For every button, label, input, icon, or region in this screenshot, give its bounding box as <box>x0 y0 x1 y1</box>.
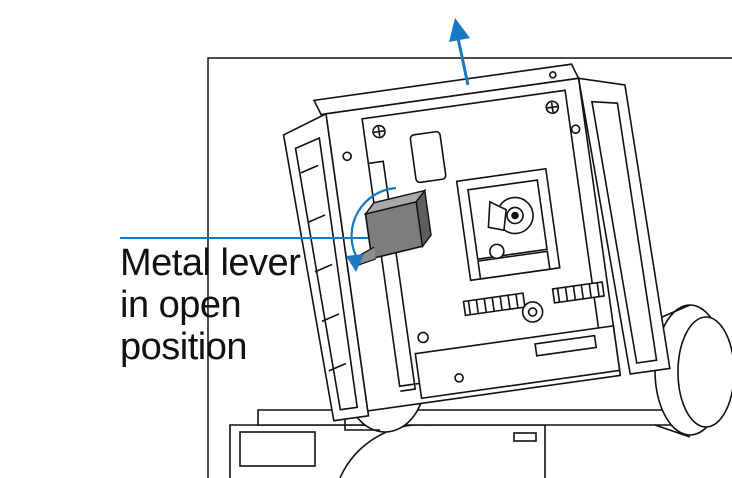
lift-arrow <box>449 18 470 86</box>
callout-line-1: Metal lever <box>120 242 301 284</box>
callout-line-3: position <box>120 326 247 368</box>
metal-lever <box>354 188 432 267</box>
right-knob <box>654 304 732 438</box>
callout-line-2: in open <box>120 284 242 326</box>
lever-rotation-arrow <box>346 186 397 272</box>
head-housing <box>282 63 671 422</box>
callout-label: Metal lever in open position <box>120 242 301 368</box>
base-panel <box>229 409 681 478</box>
outer-frame <box>207 57 732 478</box>
